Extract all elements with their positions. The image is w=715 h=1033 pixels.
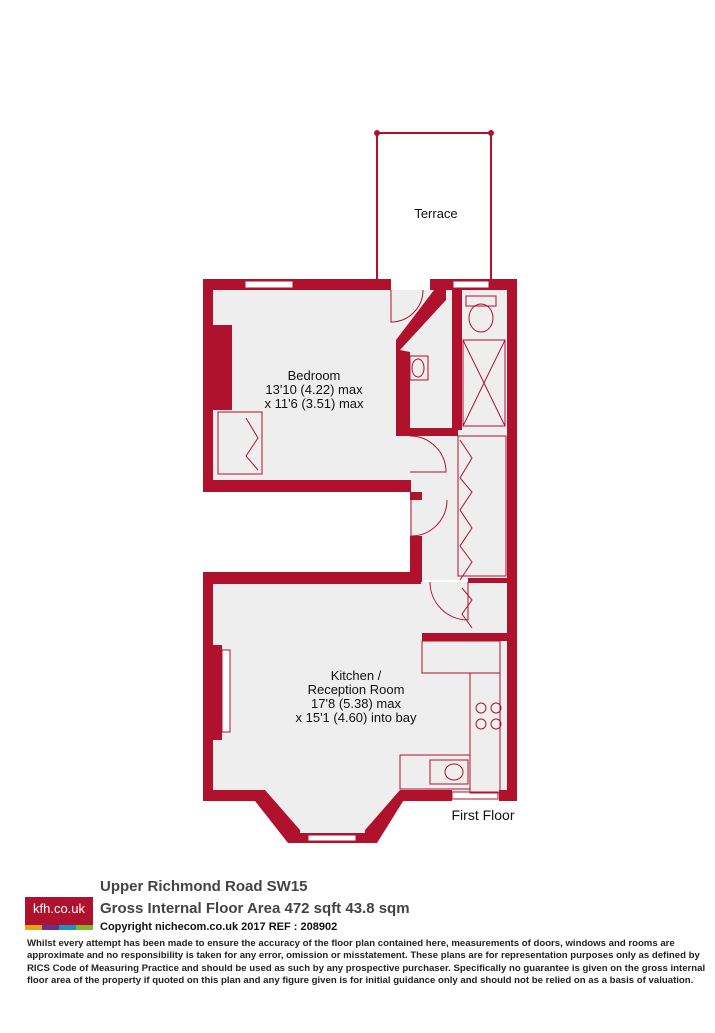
walls [203,279,517,843]
disclaimer: Whilst every attempt has been made to en… [27,938,706,987]
terrace-label: Terrace [414,206,457,221]
fixtures [217,295,507,794]
terrace-outline [376,132,492,279]
logo-stripe [42,925,59,930]
terrace-corner-marker [488,130,494,136]
bedroom-label: Bedroom [288,368,341,383]
logo-stripe [25,925,42,930]
copyright: Copyright nichecom.co.uk 2017 REF : 2089… [100,921,338,933]
floor-label: First Floor [452,807,515,823]
kfh-logo: kfh.co.uk [25,897,93,930]
room-floors [212,290,508,836]
logo-stripe [76,925,93,930]
kitchen-label: Kitchen / [331,668,382,683]
door-swings [390,289,469,621]
bedroom-dim-length: 13'10 (4.22) max [265,382,363,397]
logo-text: kfh.co.uk [32,901,86,916]
terrace-corner-marker [374,130,380,136]
logo-stripe [59,925,76,930]
kitchen-dim-width: x 15'1 (4.60) into bay [296,710,417,725]
bedroom-dim-width: x 11'6 (3.51) max [264,396,364,411]
windows [244,280,499,842]
floor-area: Gross Internal Floor Area 472 sqft 43.8 … [100,900,410,917]
kitchen-dim-length: 17'8 (5.38) max [311,696,401,711]
reception-label: Reception Room [308,682,405,697]
property-address: Upper Richmond Road SW15 [100,878,308,895]
